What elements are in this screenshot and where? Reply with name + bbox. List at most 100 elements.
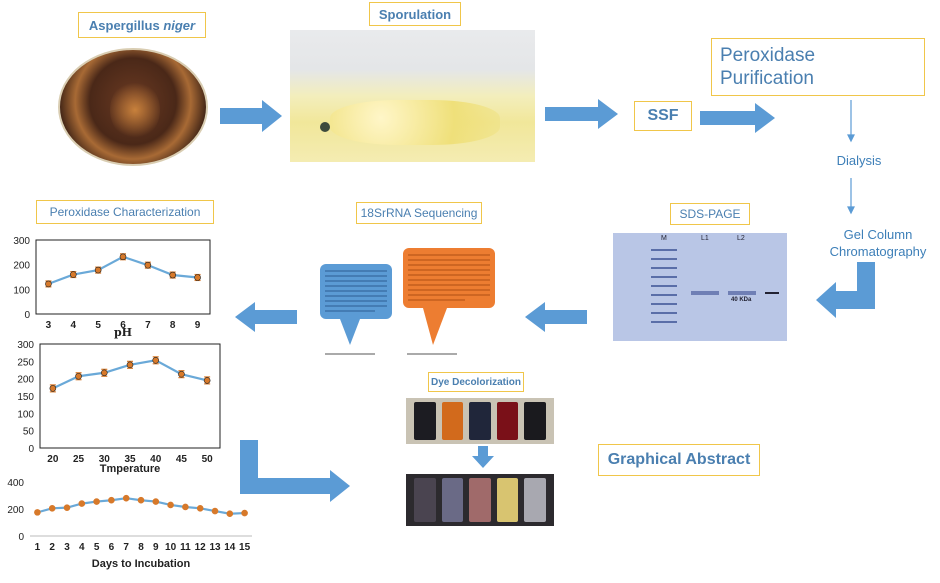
arrow-plate-to-flask xyxy=(220,100,282,132)
arrow-head-gel xyxy=(847,206,855,215)
data-point xyxy=(93,498,100,505)
x-tick-label: 14 xyxy=(224,542,236,553)
data-point xyxy=(203,377,211,384)
sequencing-label: 18SrRNA Sequencing xyxy=(356,202,482,224)
marker-lane xyxy=(651,249,677,329)
sds-page-label: SDS-PAGE xyxy=(670,203,750,225)
arrow-seq-to-char xyxy=(235,302,297,332)
plot-frame xyxy=(39,343,221,449)
y-tick-label: 400 xyxy=(7,478,24,489)
arrow-gel-to-sds xyxy=(816,262,875,318)
aspergillus-genus: Aspergillus xyxy=(88,17,160,33)
x-tick-label: 4 xyxy=(71,320,77,331)
y-tick-label: 0 xyxy=(24,310,30,321)
data-point xyxy=(169,271,177,279)
data-point xyxy=(45,280,52,288)
x-tick-label: 2 xyxy=(49,542,55,553)
sequencing-text: 18SrRNA Sequencing xyxy=(360,206,478,220)
data-point xyxy=(108,496,115,504)
x-tick-label: 1 xyxy=(35,542,41,553)
data-point xyxy=(182,503,189,511)
x-tick-label: 20 xyxy=(47,454,59,465)
tube-after-1 xyxy=(414,478,436,522)
sds-gel-image: M L1 L2 40 KDa xyxy=(613,233,787,341)
arrow-ssf-to-purification xyxy=(700,103,775,133)
aspergillus-label: Aspergillus niger xyxy=(78,12,206,38)
tube-after-5 xyxy=(524,478,546,522)
data-point xyxy=(34,509,41,516)
x-tick-label: 35 xyxy=(124,454,136,465)
sporulation-text: Sporulation xyxy=(378,6,452,22)
fungal-streak xyxy=(110,80,160,140)
x-tick-label: 3 xyxy=(64,542,70,553)
dye-text: Dye Decolorization xyxy=(430,376,522,388)
arrow-sds-to-seq xyxy=(525,302,587,332)
blue-bubble-text xyxy=(325,270,387,312)
sequence-bubbles xyxy=(320,248,495,355)
dialysis-step: Dialysis xyxy=(836,153,882,168)
band-size-label: 40 KDa xyxy=(731,297,752,303)
data-point xyxy=(167,501,174,509)
purification-text: Peroxidase Purification xyxy=(720,45,816,89)
y-tick-label: 300 xyxy=(17,340,34,351)
data-point xyxy=(100,369,108,377)
data-point xyxy=(152,498,160,505)
arrow-dye-down xyxy=(472,446,494,468)
plot-frame xyxy=(35,239,211,315)
band-l2 xyxy=(728,291,756,295)
x-tick-label: 10 xyxy=(165,542,177,553)
y-tick-label: 200 xyxy=(13,261,30,272)
x-axis-label: Tmperature xyxy=(100,463,161,475)
data-point xyxy=(178,370,185,378)
dye-before-image xyxy=(406,398,554,444)
data-point xyxy=(49,385,57,392)
characterization-label: Peroxidase Characterization xyxy=(36,200,214,224)
arrow-head-dialysis xyxy=(847,134,855,143)
graphical-abstract-text: Graphical Abstract xyxy=(607,451,751,468)
data-point xyxy=(63,504,71,511)
x-tick-label: 6 xyxy=(109,542,115,553)
y-tick-label: 300 xyxy=(13,236,30,247)
x-tick-label: 9 xyxy=(195,320,201,331)
tube-3 xyxy=(469,402,491,440)
y-tick-label: 0 xyxy=(28,444,34,455)
orange-bubble-tail xyxy=(423,308,447,345)
x-tick-label: 9 xyxy=(153,542,159,553)
band-arrow xyxy=(765,292,779,294)
data-point xyxy=(241,509,248,517)
band-l1 xyxy=(691,291,719,295)
data-point xyxy=(144,261,152,269)
tube-2 xyxy=(441,402,464,440)
data-point xyxy=(122,494,130,502)
arrow-char-to-dye xyxy=(240,440,350,502)
y-tick-label: 100 xyxy=(17,409,34,420)
ssf-label: SSF xyxy=(634,101,692,131)
data-point xyxy=(152,356,160,364)
gel-lane-m: M xyxy=(661,235,667,242)
flask-dark-spot xyxy=(320,122,330,132)
x-tick-label: 5 xyxy=(95,320,101,331)
x-tick-label: 12 xyxy=(195,542,207,553)
x-tick-label: 30 xyxy=(99,454,111,465)
x-tick-label: 13 xyxy=(209,542,221,553)
x-tick-label: 4 xyxy=(79,542,85,553)
ssf-text: SSF xyxy=(647,107,679,124)
data-point xyxy=(119,253,127,261)
tube-after-2 xyxy=(441,478,464,522)
x-axis-label: pH xyxy=(114,326,132,339)
data-point xyxy=(226,510,234,518)
x-tick-label: 6 xyxy=(120,320,126,331)
flask-image xyxy=(290,30,535,162)
x-tick-label: 3 xyxy=(46,320,52,331)
data-point xyxy=(194,274,201,281)
x-tick-label: 25 xyxy=(73,454,85,465)
data-point xyxy=(75,372,82,380)
characterization-text: Peroxidase Characterization xyxy=(49,205,201,219)
y-tick-label: 100 xyxy=(13,285,30,296)
y-tick-label: 200 xyxy=(17,375,34,386)
x-tick-label: 7 xyxy=(123,542,129,553)
